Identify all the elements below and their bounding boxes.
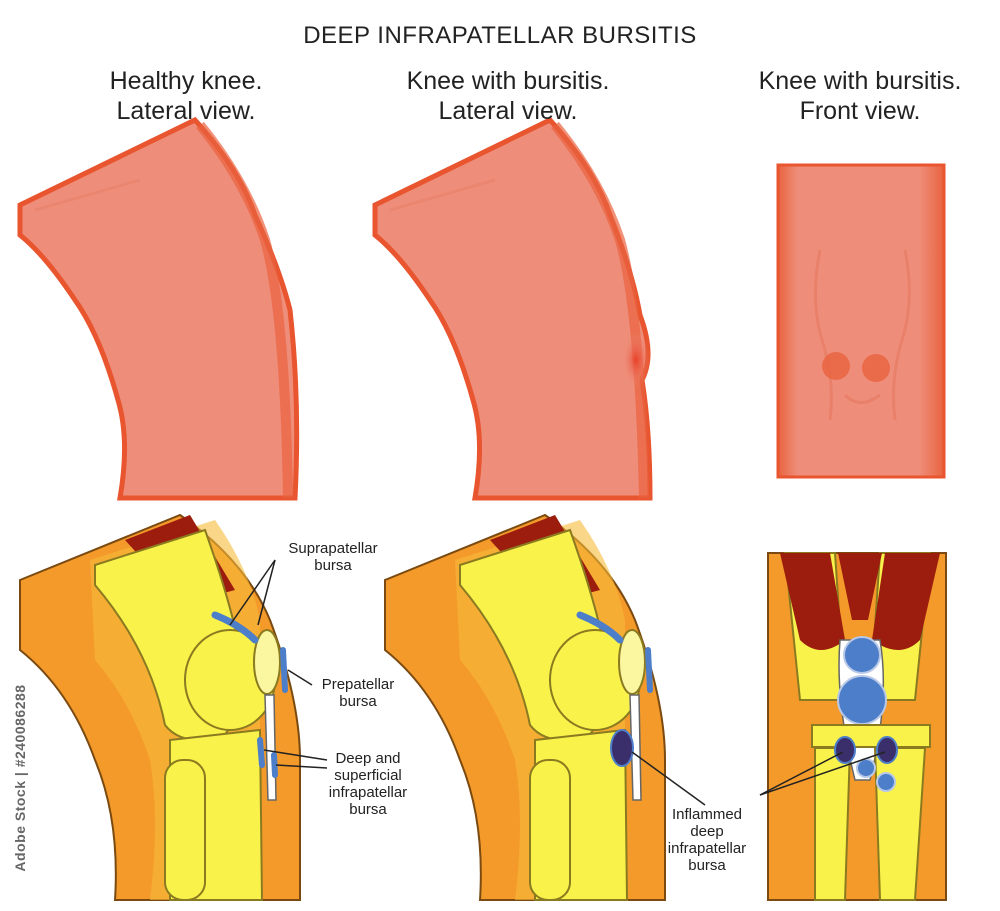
bursitis-knee-lateral-anatomy bbox=[384, 513, 706, 901]
label-line: Inflammed bbox=[671, 806, 743, 823]
panel-title-bursitis-lateral: Knee with bursitis. Lateral view. bbox=[378, 66, 638, 126]
swelling-mark bbox=[622, 332, 650, 388]
label-line: bursa bbox=[339, 693, 377, 710]
panel-title-line: Lateral view. bbox=[438, 97, 578, 125]
panel-title-bursitis-front: Knee with bursitis. Front view. bbox=[730, 66, 990, 126]
bursitis-knee-front-anatomy bbox=[759, 552, 947, 901]
label-line: bursa bbox=[314, 557, 352, 574]
label-prepatellar-bursa: Prepatellar bursa bbox=[308, 676, 408, 710]
panel-title-healthy-lateral: Healthy knee. Lateral view. bbox=[56, 66, 316, 126]
superficial-infrapatellar-bursa bbox=[271, 752, 278, 778]
label-line: bursa bbox=[688, 857, 726, 874]
inflamed-bursa-front-left bbox=[834, 736, 856, 764]
healthy-knee-lateral-anatomy bbox=[19, 513, 328, 901]
label-suprapatellar-bursa: Suprapatellar bursa bbox=[278, 540, 388, 574]
suprapatellar-bursa bbox=[211, 611, 259, 644]
healthy-knee-lateral-skin bbox=[17, 116, 300, 501]
label-line: infrapatellar bbox=[328, 784, 408, 801]
panel-title-line: Healthy knee. bbox=[109, 67, 263, 95]
label-line: infrapatellar bbox=[667, 840, 747, 857]
panel-title-line: Front view. bbox=[799, 97, 921, 125]
front-swelling-left bbox=[822, 352, 850, 380]
label-line: superficial bbox=[334, 767, 402, 784]
label-line: bursa bbox=[349, 801, 387, 818]
label-deep-superficial-infrapatellar-bursa: Deep and superficial infrapatellar bursa bbox=[318, 750, 418, 818]
bursitis-knee-front-skin bbox=[776, 163, 946, 479]
front-swelling-right bbox=[862, 354, 890, 382]
label-line: Prepatellar bbox=[321, 676, 395, 693]
label-inflamed-deep-infrapatellar-bursa: Inflammed deep infrapatellar bursa bbox=[652, 806, 762, 874]
prepatellar-bursa bbox=[280, 647, 288, 693]
label-line: Deep and bbox=[335, 750, 401, 767]
label-line: Suprapatellar bbox=[288, 540, 378, 557]
stock-watermark: Adobe Stock | #240086288 bbox=[12, 684, 28, 872]
bursitis-knee-lateral-skin bbox=[372, 116, 653, 501]
panel-title-line: Knee with bursitis. bbox=[406, 67, 610, 95]
panel-title-line: Lateral view. bbox=[116, 97, 256, 125]
page-title: DEEP INFRAPATELLAR BURSITIS bbox=[303, 22, 697, 49]
inflamed-bursa-front-right bbox=[876, 736, 898, 764]
label-line: deep bbox=[690, 823, 724, 840]
deep-infrapatellar-bursa bbox=[257, 737, 265, 768]
inflamed-bursa-lateral bbox=[610, 729, 634, 767]
panel-title-line: Knee with bursitis. bbox=[758, 67, 962, 95]
